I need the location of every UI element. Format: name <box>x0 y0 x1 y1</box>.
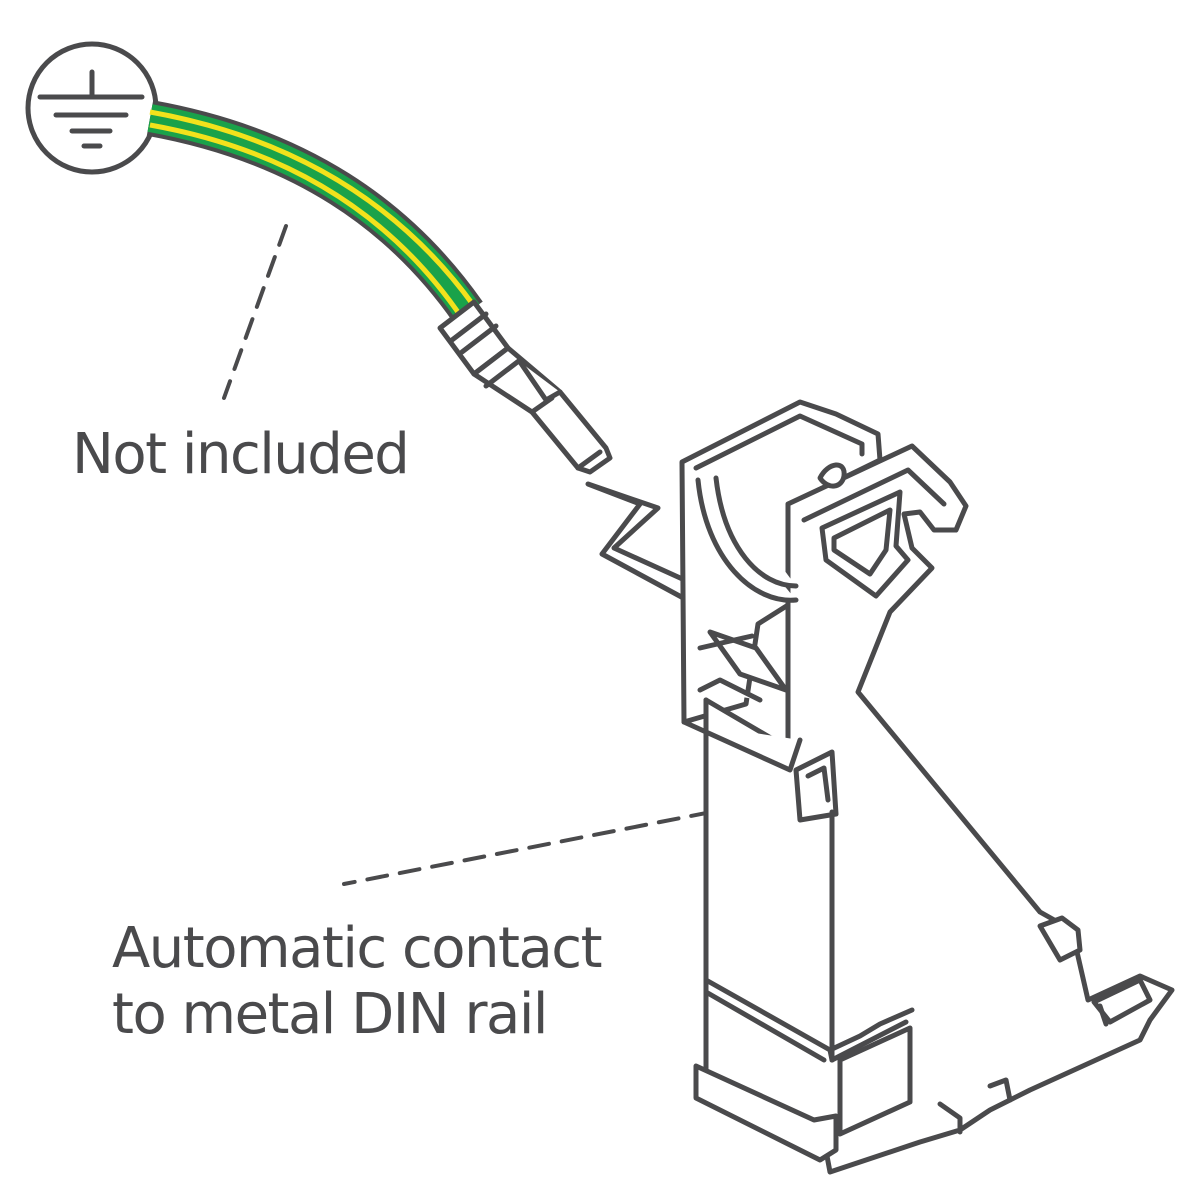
wire-ferrule <box>437 299 613 475</box>
automatic-contact-line-2: to metal DIN rail <box>112 982 548 1047</box>
automatic-contact-line-1: Automatic contact <box>112 916 603 981</box>
not-included-label: Not included <box>72 422 410 488</box>
not-included-text: Not included <box>72 422 410 487</box>
protective-earth-icon <box>25 41 159 175</box>
earth-wire <box>146 100 483 323</box>
automatic-contact-label: Automatic contact to metal DIN rail <box>112 916 603 1048</box>
din-terminal-housing <box>679 399 1175 1175</box>
leader-line-not-included <box>222 224 288 400</box>
